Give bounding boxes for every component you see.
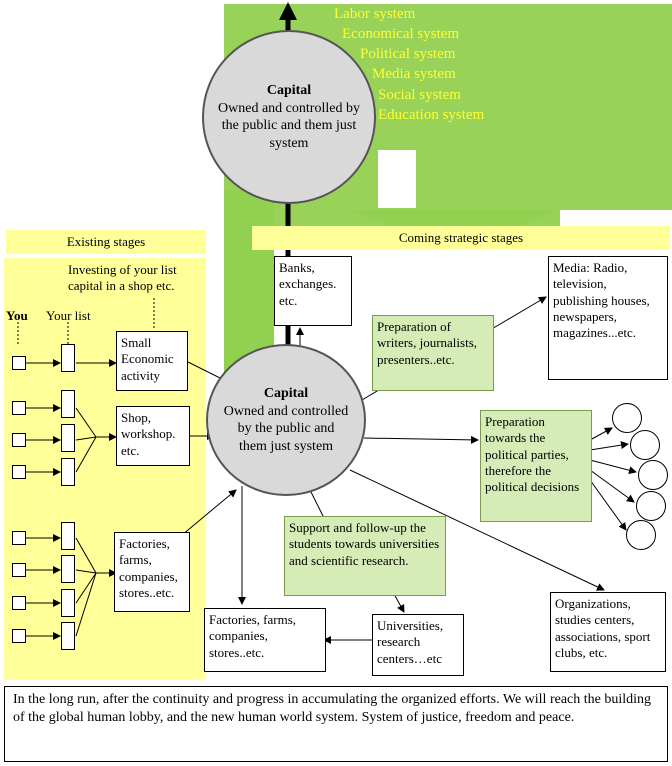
factories-left-box: Factories, farms, companies, stores..etc… [114,532,190,612]
system-label: Social system [378,87,461,103]
banks-box: Banks, exchanges. etc. [274,256,352,326]
small-economic-box: Small Economic activity [116,331,188,391]
center-capital-circle: Capital Owned and controlled by the publ… [206,344,366,496]
circle-title: Capital [263,386,309,401]
prep-writers-box: Preparation of writers, journalists, pre… [372,315,494,391]
coming-stages-header: Coming strategic stages [252,226,670,250]
list-rect [61,555,75,583]
universities-box: Universities, research centers…etc [372,614,464,676]
your-list-label: Your list [46,308,91,323]
list-rect [61,458,75,486]
shop-workshop-box: Shop, workshop. etc. [116,406,190,466]
party-circle [626,520,656,550]
circle-body: Owned and controlled by the public and t… [218,100,360,151]
party-circle [636,491,666,521]
support-students-box: Support and follow-up the students towar… [284,516,446,596]
footer-text-box: In the long run, after the continuity an… [4,686,668,762]
person-square [12,401,26,415]
person-square [12,629,26,643]
circle-body: Owned and controlled by the public and t… [223,403,349,454]
list-rect [61,522,75,550]
person-square [12,596,26,610]
coming-stages-label: Coming strategic stages [398,230,524,245]
media-box: Media: Radio, television, publishing hou… [548,256,668,380]
person-square [12,356,26,370]
list-rect [61,589,75,617]
organizations-box: Organizations, studies centers, associat… [550,592,666,672]
party-circle [638,460,668,490]
list-rect [61,390,75,418]
existing-stages-header: Existing stages [6,230,206,254]
top-capital-circle: Capital Owned and controlled by the publ… [202,30,376,204]
system-label: Education system [378,107,485,123]
party-circle [612,403,642,433]
circle-title: Capital [266,83,312,98]
person-square [12,465,26,479]
system-label: Political system [360,46,456,62]
existing-stages-panel [4,258,206,680]
party-circle [630,430,660,460]
person-square [12,531,26,545]
investing-note: Investing of your list capital in a shop… [68,262,177,294]
band-notch [378,150,416,208]
prep-political-box: Preparation towards the political partie… [480,410,592,522]
system-label: Economical system [342,26,460,42]
list-rect [61,344,75,372]
factories-bottom-box: Factories, farms, companies, stores..etc… [204,608,326,672]
list-rect [61,622,75,650]
person-square [12,433,26,447]
existing-stages-label: Existing stages [66,234,146,249]
system-label: Media system [372,66,456,82]
list-rect [61,424,75,452]
you-label: You [6,308,28,323]
person-square [12,563,26,577]
system-label: Labor system [334,6,416,22]
